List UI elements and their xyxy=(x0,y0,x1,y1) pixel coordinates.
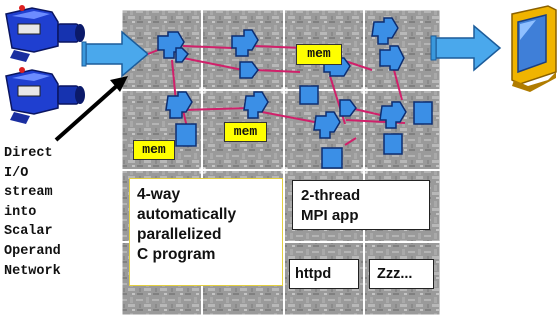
mem-block: mem xyxy=(224,122,267,142)
c-program-line: C program xyxy=(137,246,216,263)
c-program-line: automatically xyxy=(137,206,237,223)
side-label-line: into xyxy=(4,204,37,220)
side-label: Direct I/O stream into Scalar Operand Ne… xyxy=(4,144,116,281)
video-camera-icon xyxy=(5,5,85,62)
mem-block: mem xyxy=(133,140,175,160)
mpi-app-line: 2-thread xyxy=(301,187,361,204)
mem-block: mem xyxy=(296,44,342,65)
side-label-line: Direct xyxy=(4,146,53,161)
side-label-line: stream xyxy=(4,185,53,201)
side-label-line: I/O xyxy=(4,165,29,181)
switch-nodes xyxy=(157,17,433,169)
c-program-box: 4-way automatically parallelized C progr… xyxy=(129,178,283,286)
output-arrow-icon xyxy=(430,24,502,72)
mpi-app-line: MPI app xyxy=(301,207,359,224)
mpi-app-box: 2-thread MPI app xyxy=(292,180,430,230)
c-program-line: parallelized xyxy=(137,226,222,243)
pointer-arrow-icon xyxy=(54,76,128,142)
tile-switch-marks xyxy=(199,87,368,174)
crt-monitor-icon xyxy=(511,5,557,92)
zzz-box: Zzz... xyxy=(369,259,434,289)
side-label-line: Operand xyxy=(4,243,61,259)
network-links xyxy=(147,45,406,146)
side-label-line: Network xyxy=(4,263,61,279)
input-arrow-icon xyxy=(81,30,150,78)
side-label-line: Scalar xyxy=(4,224,53,240)
httpd-box: httpd xyxy=(289,259,359,289)
video-camera-icon xyxy=(5,67,85,124)
c-program-line: 4-way xyxy=(137,186,181,203)
